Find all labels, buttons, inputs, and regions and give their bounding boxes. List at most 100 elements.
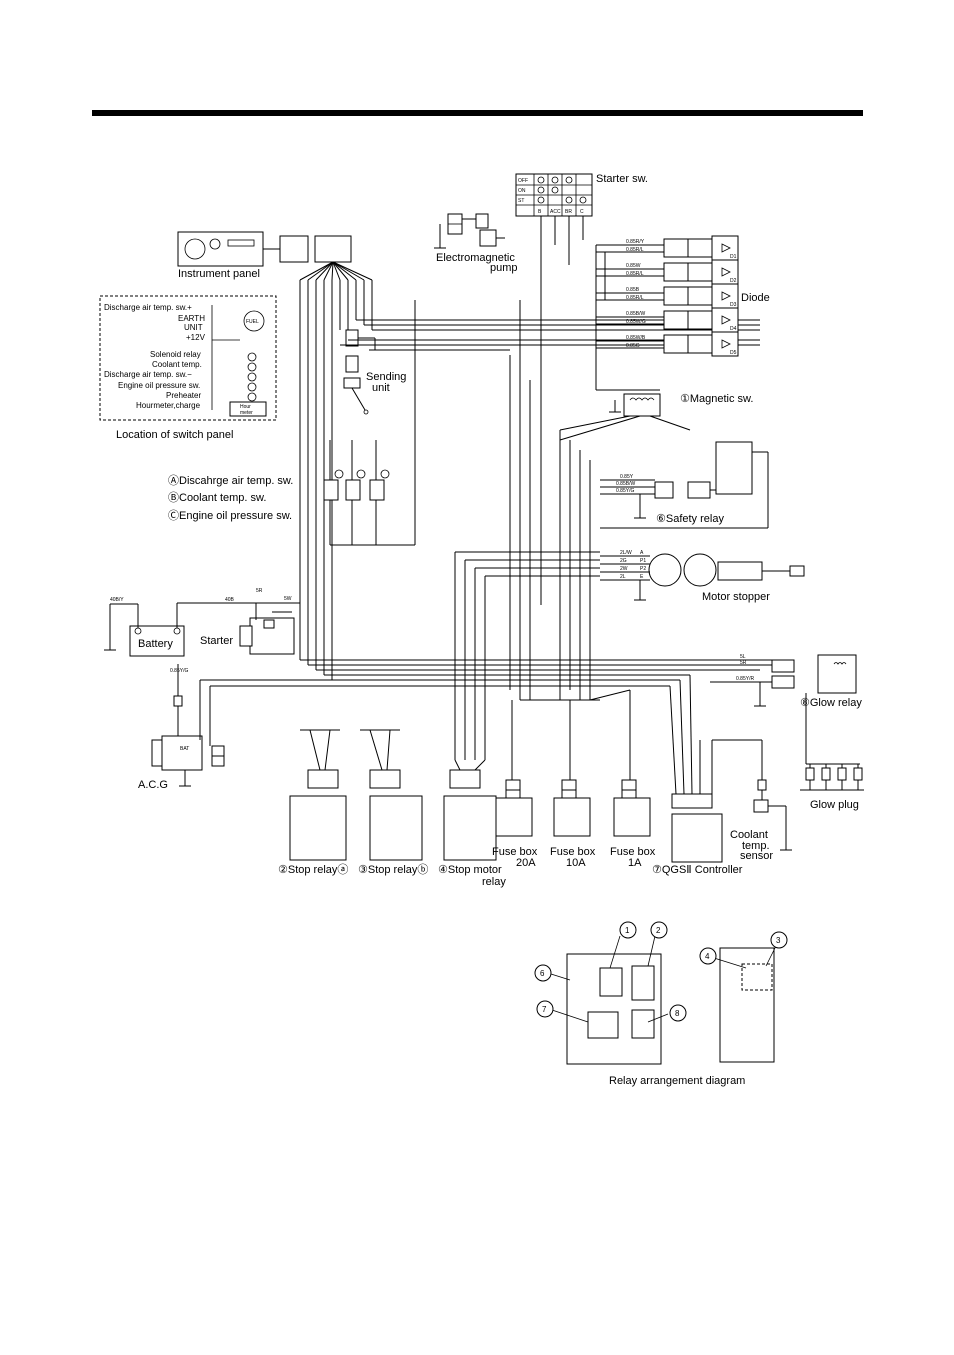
acg-label: A.C.G	[138, 779, 168, 791]
fuse-10a-label-0: Fuse box	[550, 846, 596, 858]
switch-panel-item-7: Engine oil pressure sw.	[118, 381, 200, 390]
diode-wire-4: 0.85B	[626, 287, 640, 293]
legend-switch-c: ⒸEngine oil pressure sw.	[168, 509, 292, 522]
battery-wire-1: 40B	[225, 597, 235, 603]
stop-motor-relay-label-1: relay	[482, 876, 506, 888]
fuse-1a-label-0: Fuse box	[610, 846, 656, 858]
battery-label: Battery	[138, 638, 173, 650]
diode-wire-0: 0.85R/Y	[626, 239, 645, 245]
motor-stopper-label: Motor stopper	[702, 591, 770, 603]
safety-relay-label: ⑥Safety relay	[656, 513, 724, 525]
battery-wire-0: 40B/Y	[110, 597, 124, 603]
motor-stopper: 2L/W 2G 2W 2L A P1 P2 E Motor stopper	[600, 550, 805, 603]
diode-d5: D5	[730, 350, 737, 356]
fuel-gauge-label: FUEL	[246, 319, 259, 325]
starter-wire-5w: 5W	[284, 596, 292, 602]
diode-wire-5: 0.85R/L	[626, 295, 644, 301]
qgs-controller: ⑦QGSⅡ Controller	[652, 674, 743, 876]
relay-arrangement-diagram: 1 2 3 4 6 7 8 Relay arrangement diagram	[534, 921, 788, 1087]
diode-d2: D2	[730, 278, 737, 284]
diode-wire-8: 0.85W/B	[626, 335, 646, 341]
diode-wire-3: 0.85R/L	[626, 271, 644, 277]
diode-wire-7: 0.85W/G	[626, 319, 646, 325]
electromagnetic-pump-label-1: pump	[490, 262, 518, 274]
glow-relay: 5L 5R 0.85Y/R ⑧Glow relay	[710, 654, 862, 709]
diode-wire-2: 0.85W	[626, 263, 641, 269]
diodes: D1 D2 D3 D4 D5 Diode 0.85R/Y 0.85R/L 0.8…	[595, 235, 770, 390]
electromagnetic-pump-label-0: Electromagnetic	[436, 252, 515, 264]
sending-unit-label-0: Sending	[366, 371, 406, 383]
fuse-10a-label-1: 10A	[566, 857, 586, 869]
glow-plugs: Glow plug	[800, 693, 864, 811]
switch-panel-item-8: Preheater	[166, 391, 201, 400]
switch-panel-item-2: UNIT	[184, 323, 203, 332]
callout-7: 7	[542, 1005, 547, 1014]
starter-term-br: BR	[565, 209, 572, 215]
stopper-wire-3: 2L	[620, 574, 626, 580]
qgs-controller-label: ⑦QGSⅡ Controller	[652, 864, 743, 876]
temperature-pressure-switches: ⒶDiscahrge air temp. sw. ⒷCoolant temp. …	[168, 300, 416, 546]
stop-motor-relay-label-0: ④Stop motor	[438, 864, 502, 876]
stop-relays: ②Stop relayⓐ ③Stop relayⓑ ④Stop motor re…	[278, 729, 506, 888]
diode-label: Diode	[741, 292, 770, 304]
starter-wire-5r: 5R	[256, 588, 263, 594]
hour-meter-label-0: Hour	[240, 404, 251, 410]
glow-relay-label: ⑧Glow relay	[800, 697, 862, 709]
coolant-sensor-label-1: temp.	[742, 840, 770, 852]
instrument-panel: Instrument panel	[177, 231, 352, 280]
header-rule	[92, 110, 863, 116]
diode-d4: D4	[730, 326, 737, 332]
hour-meter-label-1: meter	[240, 410, 253, 416]
switch-panel-item-0: Discharge air temp. sw.+	[104, 303, 192, 312]
magnetic-switch-label: ①Magnetic sw.	[680, 393, 753, 405]
legend-switch-a: ⒶDiscahrge air temp. sw.	[168, 474, 293, 487]
diode-wire-1: 0.85R/L	[626, 247, 644, 253]
starter-term-b: B	[538, 209, 542, 215]
glow-wire-2: 0.85Y/R	[736, 676, 754, 682]
safety-wire-2: 0.85Y/G	[616, 488, 634, 494]
stopper-pin-e: E	[640, 574, 644, 580]
diode-d1: D1	[730, 254, 737, 260]
safety-wire-0: 0.85Y	[620, 474, 634, 480]
starter-term-c: C	[580, 209, 584, 215]
starter-label: Starter	[200, 635, 233, 647]
callout-2: 2	[656, 926, 661, 935]
safety-wire-1: 0.85B/W	[616, 481, 635, 487]
callout-3: 3	[776, 936, 781, 945]
stop-relay-a-label: ②Stop relayⓐ	[278, 863, 348, 876]
acg-wire: 0.85Y/G	[170, 668, 188, 674]
stopper-pin-p2: P2	[640, 566, 646, 572]
diode-wire-6: 0.85B/W	[626, 311, 645, 317]
switch-panel: Discharge air temp. sw.+ EARTH UNIT +12V…	[99, 295, 277, 441]
magnetic-switch: ①Magnetic sw.	[559, 389, 753, 441]
legend-switch-b: ⒷCoolant temp. sw.	[168, 491, 266, 504]
diode-d3: D3	[730, 302, 737, 308]
stopper-pin-p1: P1	[640, 558, 646, 564]
coolant-sensor-label-2: sensor	[740, 850, 773, 862]
starter-row-off: OFF	[518, 178, 528, 184]
fuse-boxes: Fuse box 20A Fuse box 10A Fuse box 1A	[492, 779, 656, 869]
fuse-20a-label-1: 20A	[516, 857, 536, 869]
glow-plug-label: Glow plug	[810, 799, 859, 811]
switch-panel-item-1: EARTH	[178, 314, 205, 323]
starter-row-st: ST	[518, 198, 524, 204]
safety-relay: 0.85Y 0.85B/W 0.85Y/G ⑥Safety relay	[600, 441, 769, 529]
battery-starter: Battery 40B/Y 40B 5R 5W Starter	[104, 588, 300, 657]
switch-panel-item-5: Coolant temp.	[152, 360, 202, 369]
switch-panel-caption: Location of switch panel	[116, 429, 233, 441]
main-bus	[200, 300, 760, 780]
starter-switch: OFF ON ST B ACC BR C Starter sw.	[515, 173, 648, 217]
starter-row-on: ON	[518, 188, 526, 194]
sending-unit: Sending unit	[343, 329, 406, 415]
fuse-20a-label-0: Fuse box	[492, 846, 538, 858]
switch-panel-item-3: +12V	[186, 333, 206, 342]
fuse-1a-label-1: 1A	[628, 857, 642, 869]
stop-relay-b-label: ③Stop relayⓑ	[358, 863, 428, 876]
callout-8: 8	[675, 1009, 680, 1018]
stopper-wire-1: 2G	[620, 558, 627, 564]
coolant-sensor-label-0: Coolant	[730, 829, 768, 841]
stopper-pin-a: A	[640, 550, 644, 556]
switch-panel-item-4: Solenoid relay	[150, 350, 201, 359]
